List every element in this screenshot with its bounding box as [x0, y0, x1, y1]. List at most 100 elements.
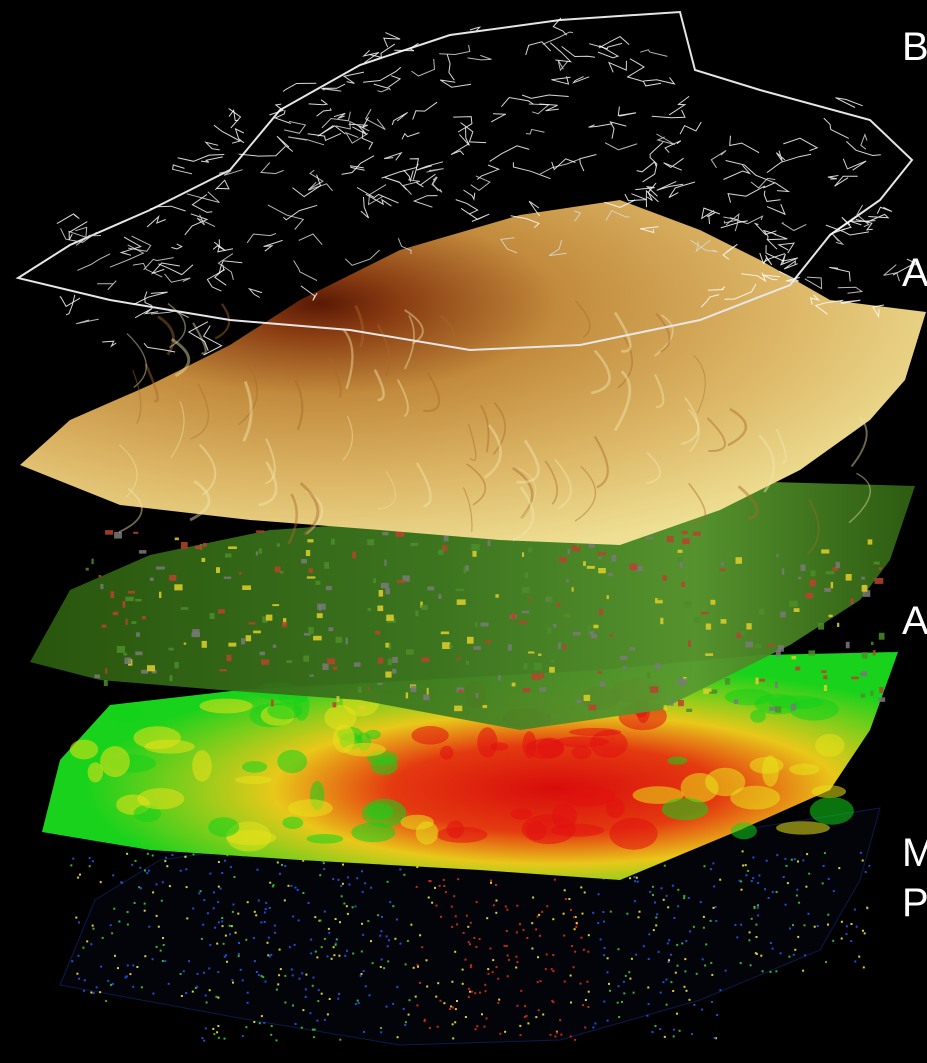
point-dot — [357, 1002, 360, 1004]
point-dot — [634, 880, 637, 883]
land-patch — [550, 659, 555, 663]
land-patch — [736, 632, 742, 638]
heat-blob — [809, 797, 854, 825]
point-dot — [348, 883, 351, 886]
point-dot — [597, 922, 600, 924]
street-segment — [528, 200, 541, 217]
point-dot — [452, 1006, 455, 1009]
street-segment — [201, 156, 223, 163]
point-dot — [582, 948, 585, 951]
street-segment — [60, 228, 98, 243]
street-segment — [459, 127, 470, 146]
land-patch — [775, 650, 781, 657]
land-patch — [442, 545, 448, 552]
heat-blob — [661, 798, 709, 821]
street-segment — [636, 161, 657, 173]
point-dot — [221, 917, 224, 919]
land-patch — [570, 707, 573, 712]
street-segment — [321, 111, 351, 129]
street-segment — [463, 189, 476, 201]
point-dot — [519, 923, 521, 926]
point-dot — [813, 925, 816, 928]
land-patch — [125, 596, 134, 602]
land-patch — [217, 609, 225, 614]
point-dot — [499, 1032, 502, 1035]
point-dot — [765, 859, 768, 862]
point-dot — [554, 1035, 557, 1038]
land-patch — [169, 675, 173, 682]
point-dot — [186, 917, 189, 920]
street-segment — [551, 76, 571, 85]
terrain-ridge — [688, 482, 706, 525]
point-dot — [710, 961, 713, 964]
point-dot — [396, 1036, 399, 1039]
point-dot — [296, 889, 299, 891]
street-segment — [557, 59, 569, 72]
street-segment — [360, 196, 370, 219]
land-patch — [367, 539, 375, 546]
heat-blob — [667, 756, 688, 765]
land-patch — [306, 576, 316, 579]
land-patch — [861, 585, 868, 592]
land-patch — [522, 688, 531, 693]
street-network-outline — [15, 10, 914, 352]
point-dot — [858, 955, 861, 958]
point-dot — [268, 955, 271, 958]
land-patch — [629, 647, 636, 651]
point-dot — [492, 959, 495, 962]
land-patch — [700, 611, 709, 615]
land-patch — [571, 587, 574, 592]
point-dot — [467, 996, 470, 999]
point-dot — [498, 998, 501, 1001]
land-patch — [245, 635, 252, 642]
point-dot — [624, 974, 627, 977]
point-dot — [425, 959, 428, 962]
point-dot — [159, 949, 162, 952]
point-dot — [223, 955, 226, 958]
point-dot — [745, 874, 748, 877]
point-dot — [629, 877, 632, 880]
street-segment — [763, 255, 773, 266]
point-dot — [684, 970, 687, 973]
point-dot — [506, 975, 509, 978]
street-segment — [604, 142, 638, 151]
terrain-ridge — [118, 444, 138, 498]
land-patch — [336, 696, 340, 702]
point-dot — [804, 954, 807, 957]
point-dot — [758, 874, 761, 877]
point-dot — [257, 899, 260, 902]
point-dot — [859, 851, 862, 854]
point-dot — [775, 891, 778, 893]
street-segment — [217, 253, 234, 281]
point-dot — [323, 868, 326, 870]
point-dot — [448, 1008, 451, 1010]
point-dot — [326, 955, 329, 958]
land-patch — [824, 588, 831, 592]
land-patch — [540, 672, 545, 679]
street-segment — [335, 120, 370, 132]
point-dot — [317, 989, 320, 992]
point-dot — [750, 880, 753, 882]
point-dot — [628, 971, 631, 974]
point-dot — [676, 964, 679, 967]
point-dot — [712, 906, 715, 909]
point-dot — [196, 972, 199, 975]
land-patch — [821, 549, 830, 554]
terrain-ridge — [613, 311, 632, 353]
street-segment — [542, 31, 574, 45]
land-patch — [322, 663, 329, 670]
point-dot — [209, 872, 212, 875]
point-dot — [232, 981, 234, 984]
land-patch — [388, 642, 392, 650]
point-dot — [552, 1001, 555, 1004]
terrain-ridge — [613, 370, 632, 432]
terrain-ridge — [575, 300, 591, 338]
street-segment — [307, 169, 324, 191]
point-dot — [192, 907, 195, 910]
point-dot — [82, 946, 85, 949]
land-patch — [203, 543, 207, 547]
land-patch — [733, 699, 739, 704]
point-dot — [850, 923, 853, 925]
point-dot — [703, 865, 706, 868]
point-dot — [671, 884, 674, 887]
